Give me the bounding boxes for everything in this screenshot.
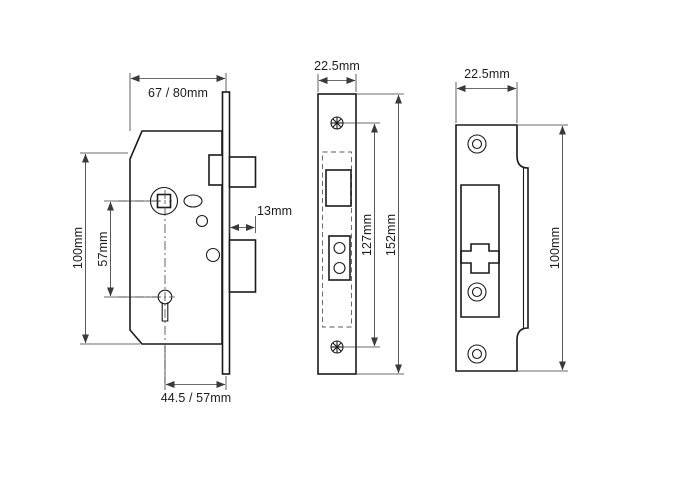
dim-label-backset: 44.5 / 57mm: [161, 391, 232, 405]
oval-hole: [183, 194, 203, 208]
dim-label-case-height: 100mm: [71, 227, 85, 269]
centre-fixing-hole: [467, 282, 487, 302]
forend-faceplate-strip: [221, 91, 231, 375]
top-fixing-hole: [467, 134, 487, 154]
latch-bolt-projection: [228, 156, 257, 188]
round-hole: [205, 247, 221, 263]
deadbolt-hole-lower: [333, 261, 346, 275]
view-lock-body-side: 67 / 80mm 100mm 57mm 44.5 / 57mm 13mm: [71, 73, 292, 405]
dead-bolt-aperture: [328, 235, 351, 281]
dim-label-strike-length: 100mm: [548, 227, 562, 269]
dim-label-faceplate-length: 152mm: [384, 214, 398, 256]
faceplate-outline: [317, 93, 357, 375]
dim-label-centres57: 57mm: [96, 231, 110, 266]
upper-bolt-aperture: [460, 184, 500, 274]
latch-bolt-aperture: [325, 169, 352, 207]
lock-case-outline: [129, 130, 223, 345]
dim-label-case-depth: 67 / 80mm: [148, 86, 208, 100]
strike-lip-edge-upper: [516, 125, 529, 169]
top-fixing-screw: [330, 116, 344, 130]
dim-label-boltthrow: 13mm: [257, 204, 292, 218]
strike-lip-edge-lower: [516, 327, 529, 371]
small-round-hole: [195, 214, 209, 228]
dead-bolt-projection: [228, 239, 257, 293]
view-faceplate-front: 22.5mm 127mm 152mm: [314, 59, 404, 375]
dim-label-fixing-centres: 127mm: [360, 214, 374, 256]
dim-label-strike-width: 22.5mm: [464, 67, 510, 81]
deadbolt-hole-upper: [333, 241, 346, 255]
latch-bolt-tail: [208, 154, 224, 186]
lower-bolt-aperture: [460, 243, 500, 318]
bottom-fixing-hole: [467, 344, 487, 364]
dim-label-faceplate-width: 22.5mm: [314, 59, 360, 73]
bottom-fixing-screw: [330, 340, 344, 354]
view-strike-plate-front: 22.5mm 100mm: [455, 67, 568, 372]
strike-plate-outline: [455, 124, 529, 372]
